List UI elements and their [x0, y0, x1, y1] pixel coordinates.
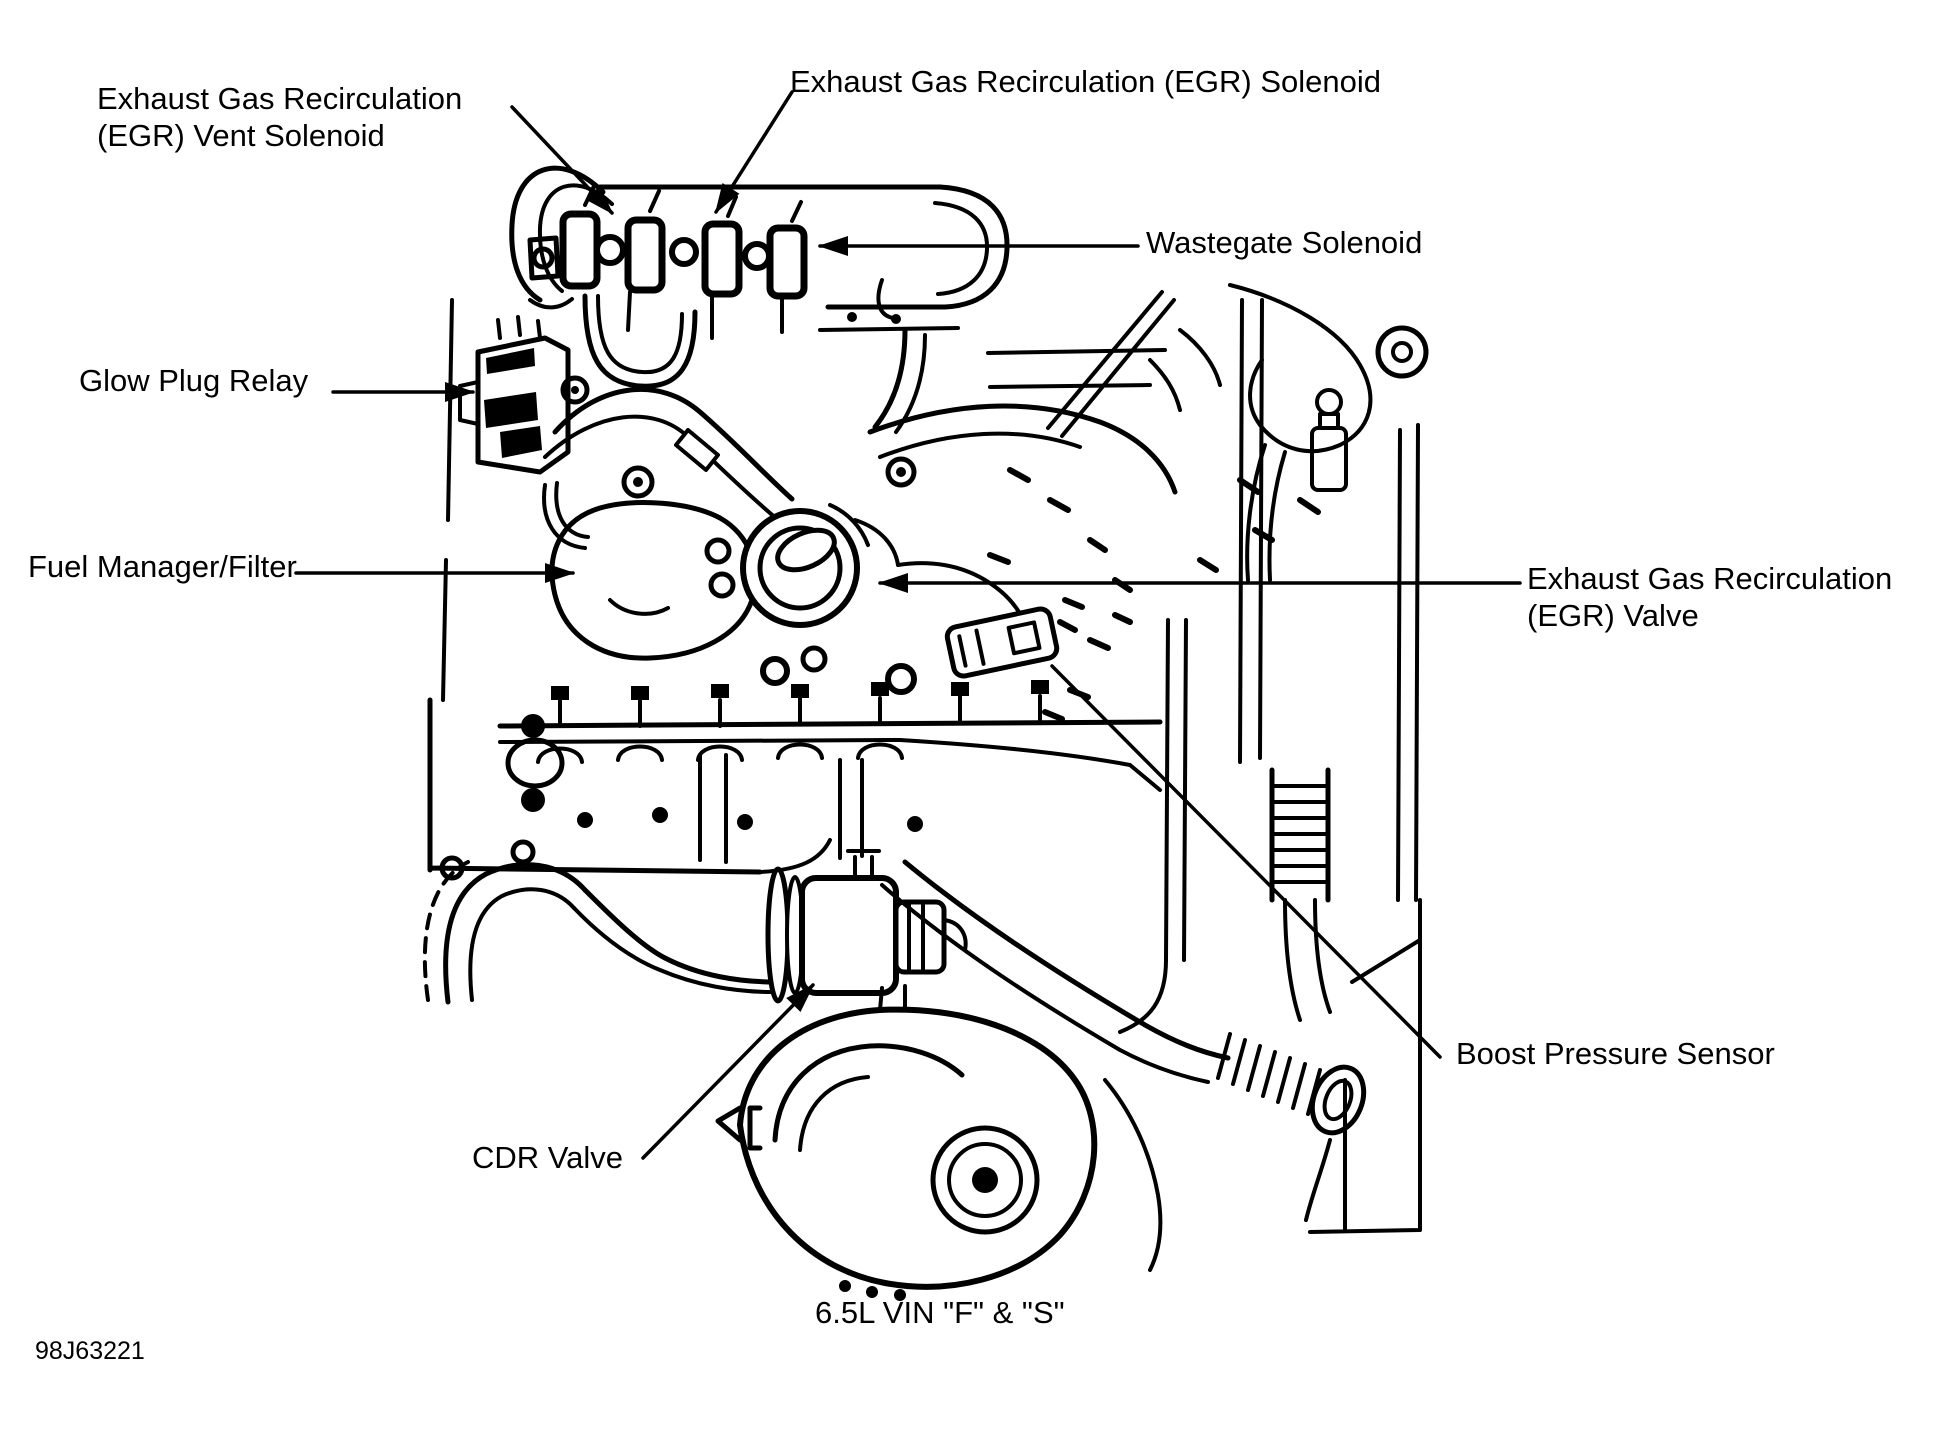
leader-boost-pressure-sensor	[1050, 664, 1442, 1059]
turbocharger-part	[715, 984, 1098, 1301]
outlet-hose	[880, 859, 1367, 1272]
leader-egr-solenoid	[714, 90, 794, 214]
boost-sensor-part	[944, 606, 1060, 679]
label-boost-pressure-sensor: Boost Pressure Sensor	[1456, 1036, 1775, 1071]
document-number: 98J63221	[35, 1337, 145, 1365]
wiring-harness	[1046, 283, 1429, 582]
glow-plug-relay-part	[441, 298, 571, 702]
label-egr-valve: Exhaust Gas Recirculation (EGR) Valve	[1527, 561, 1893, 633]
label-cdr-valve: CDR Valve	[472, 1140, 624, 1175]
leader-cdr-valve	[641, 983, 815, 1160]
label-glow-plug-relay: Glow Plug Relay	[79, 363, 309, 398]
egr-valve-part	[740, 503, 917, 695]
label-wastegate-solenoid: Wastegate Solenoid	[1146, 225, 1423, 260]
right-side-pipes	[1118, 298, 1422, 1234]
solenoid-bank	[527, 184, 927, 434]
label-egr-solenoid: Exhaust Gas Recirculation (EGR) Solenoid	[790, 64, 1381, 99]
leader-egr-vent-solenoid	[510, 105, 614, 215]
cdr-valve-part	[765, 849, 968, 1004]
label-egr-vent-solenoid: Exhaust Gas Recirculation (EGR) Vent Sol…	[97, 81, 463, 153]
fuel-filter-part	[505, 481, 758, 812]
engine-variant-caption: 6.5L VIN "F" & "S"	[815, 1295, 1065, 1330]
injector-rows	[427, 680, 1163, 875]
label-fuel-manager-filter: Fuel Manager/Filter	[28, 549, 297, 584]
exhaust-arch	[422, 839, 778, 1005]
leader-lines	[294, 90, 1522, 1160]
